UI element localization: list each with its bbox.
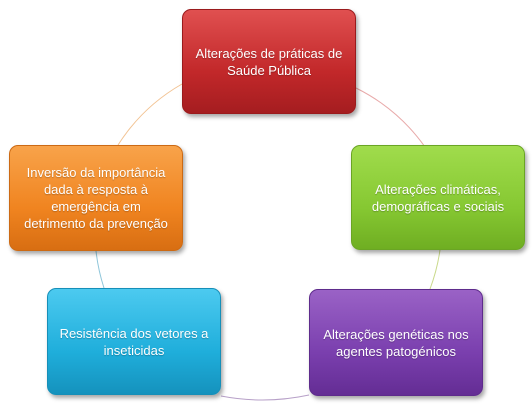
arc-purple-to-blue <box>220 394 310 401</box>
node-public-health-practices: Alterações de práticas de Saúde Pública <box>182 9 356 114</box>
node-climate-demographic-social: Alterações climáticas, demográficas e so… <box>351 145 525 250</box>
arc-red-to-green <box>355 87 426 148</box>
node-pathogen-genetic-changes: Alterações genéticas nos agentes patogén… <box>309 289 483 396</box>
arc-green-to-purple <box>429 249 441 290</box>
node-label: Alterações genéticas nos agentes patogén… <box>323 326 469 359</box>
node-label: Resistência dos vetores a inseticidas <box>59 325 209 358</box>
node-label: Alterações climáticas, demográficas e so… <box>371 181 505 214</box>
node-emergency-vs-prevention: Inversão da importância dada à resposta … <box>9 145 183 251</box>
node-label: Alterações de práticas de Saúde Pública <box>195 45 343 78</box>
arc-blue-to-orange <box>95 250 105 289</box>
node-vector-insecticide-resistance: Resistência dos vetores a inseticidas <box>47 288 221 395</box>
node-label: Inversão da importância dada à resposta … <box>24 165 168 231</box>
arc-orange-to-red <box>117 83 183 146</box>
